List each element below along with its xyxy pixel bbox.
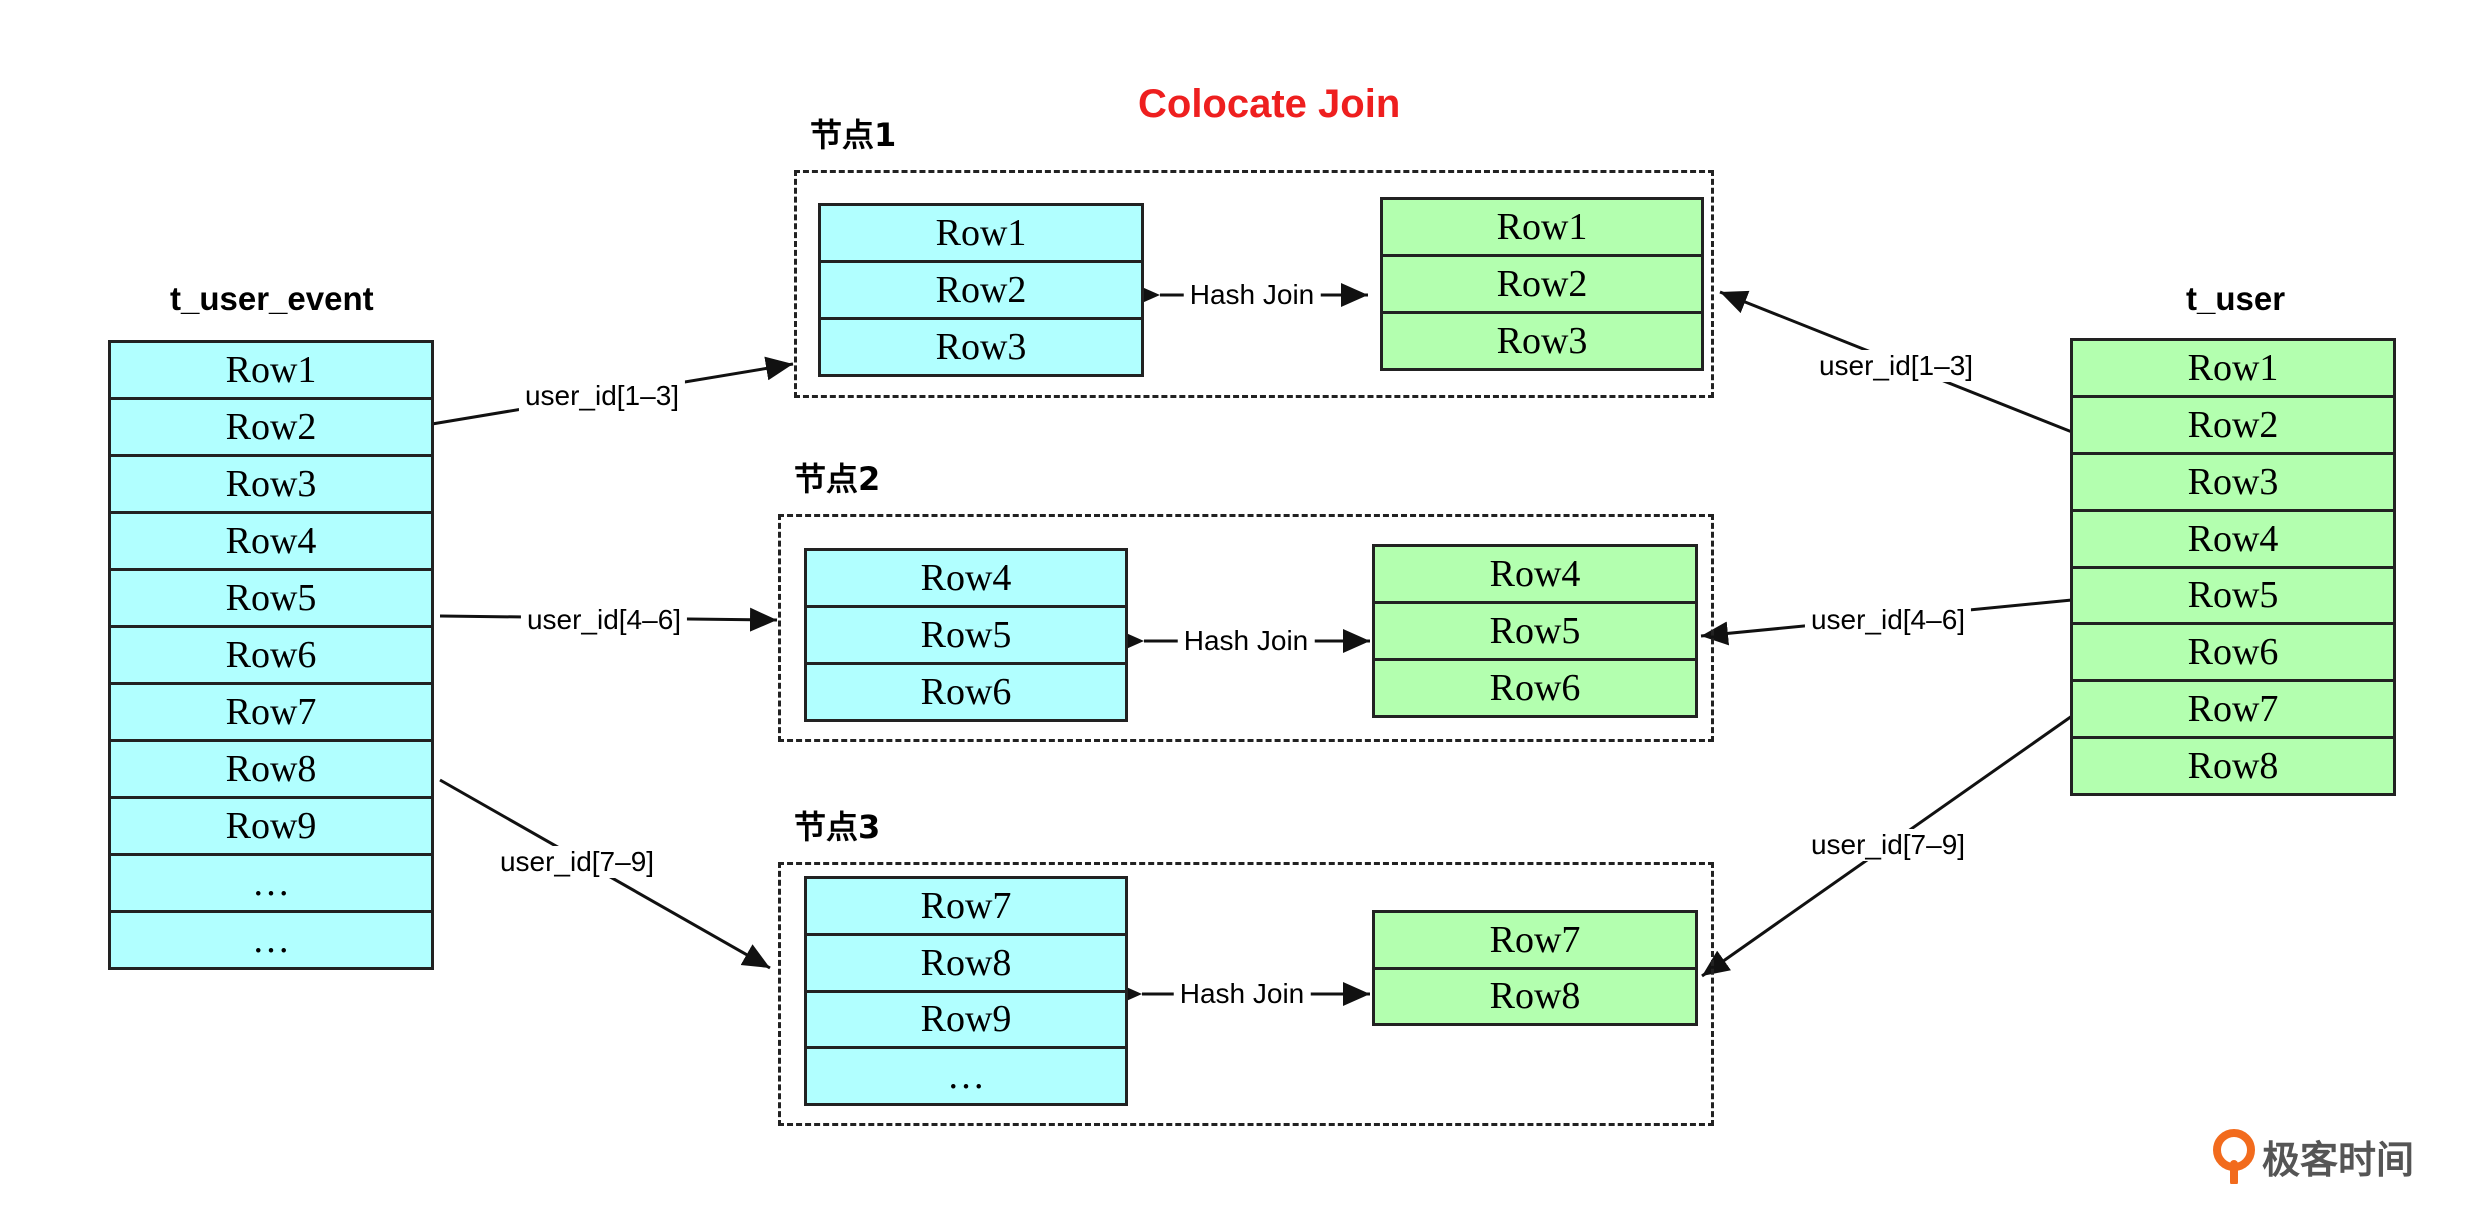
table-row: Row1 (1496, 206, 1588, 248)
node1-left-range-label: user_id[1–3] (518, 380, 686, 412)
node1-right-range-label: user_id[1–3] (1812, 350, 1980, 382)
node2-hash-join-label: Hash Join (1177, 625, 1315, 657)
left-table: Row1 Row2 Row3 Row4 Row5 Row6 Row7 Row8 … (108, 340, 434, 970)
table-row: Row5 (1375, 601, 1695, 658)
node1-right-table: Row1 Row2 Row3 (1380, 197, 1704, 371)
table-row: Row8 (111, 739, 431, 796)
table-row: Row7 (1489, 918, 1581, 961)
table-row: Row3 (1383, 311, 1701, 368)
table-row: Row6 (807, 662, 1125, 719)
node1-hash-join-label: Hash Join (1183, 279, 1321, 311)
diagram-title: Colocate Join (1138, 82, 1401, 126)
table-row: Row9 (111, 796, 431, 853)
table-row: … (807, 1046, 1125, 1103)
table-row: Row8 (2073, 736, 2393, 793)
table-row: Row6 (1375, 658, 1695, 715)
table-row: Row4 (920, 557, 1012, 599)
table-row: Row1 (2187, 346, 2279, 389)
table-row: Row4 (1489, 553, 1581, 595)
table-row: Row6 (111, 625, 431, 682)
table-row: Row7 (111, 682, 431, 739)
table-row: Row5 (2073, 565, 2393, 623)
table-row: Row6 (2073, 622, 2393, 679)
node2-right-range-label: user_id[4–6] (1804, 604, 1972, 636)
node3-hash-join-label: Hash Join (1173, 978, 1311, 1010)
table-row: … (111, 853, 431, 910)
table-row: Row5 (807, 605, 1125, 662)
node1-left-table: Row1 Row2 Row3 (818, 203, 1144, 377)
table-row: Row3 (821, 317, 1141, 374)
node3-right-table: Row7 Row8 (1372, 910, 1698, 1026)
table-row: Row9 (807, 989, 1125, 1047)
table-row: Row5 (111, 568, 431, 625)
node3-left-table: Row7 Row8 Row9 … (804, 876, 1128, 1106)
node3-right-range-label: user_id[7–9] (1804, 829, 1972, 861)
watermark-logo: 极客时间 (2212, 1128, 2414, 1184)
logo-icon (2213, 1129, 2255, 1184)
table-row: Row1 (935, 212, 1027, 254)
watermark-text: 极客时间 (2262, 1137, 2415, 1182)
table-row: Row2 (1383, 254, 1701, 311)
table-row: Row4 (2073, 508, 2393, 566)
node2-left-table: Row4 Row5 Row6 (804, 548, 1128, 722)
table-row: Row7 (2073, 679, 2393, 736)
table-row: Row2 (2073, 394, 2393, 452)
table-row: Row3 (111, 454, 431, 511)
node1-label: 节点1 (810, 116, 897, 154)
node3-label: 节点3 (794, 808, 881, 846)
node3-box (778, 862, 1714, 1126)
table-row: Row7 (920, 884, 1012, 927)
right-table: Row1 Row2 Row3 Row4 Row5 Row6 Row7 Row8 (2070, 338, 2396, 796)
left-table-name: t_user_event (170, 280, 374, 317)
right-table-name: t_user (2186, 280, 2286, 317)
table-row: … (111, 910, 431, 967)
node2-right-table: Row4 Row5 Row6 (1372, 544, 1698, 718)
table-row: Row2 (821, 260, 1141, 317)
node2-left-range-label: user_id[4–6] (520, 604, 688, 636)
table-row: Row8 (807, 932, 1125, 990)
table-row: Row3 (2073, 451, 2393, 509)
table-row: Row8 (1375, 966, 1695, 1024)
table-row: Row4 (111, 511, 431, 568)
node2-box (778, 514, 1714, 742)
node1-box (794, 170, 1714, 398)
node2-label: 节点2 (794, 460, 881, 498)
node3-left-range-label: user_id[7–9] (493, 846, 661, 878)
table-row: Row2 (111, 397, 431, 454)
table-row: Row1 (225, 349, 317, 391)
